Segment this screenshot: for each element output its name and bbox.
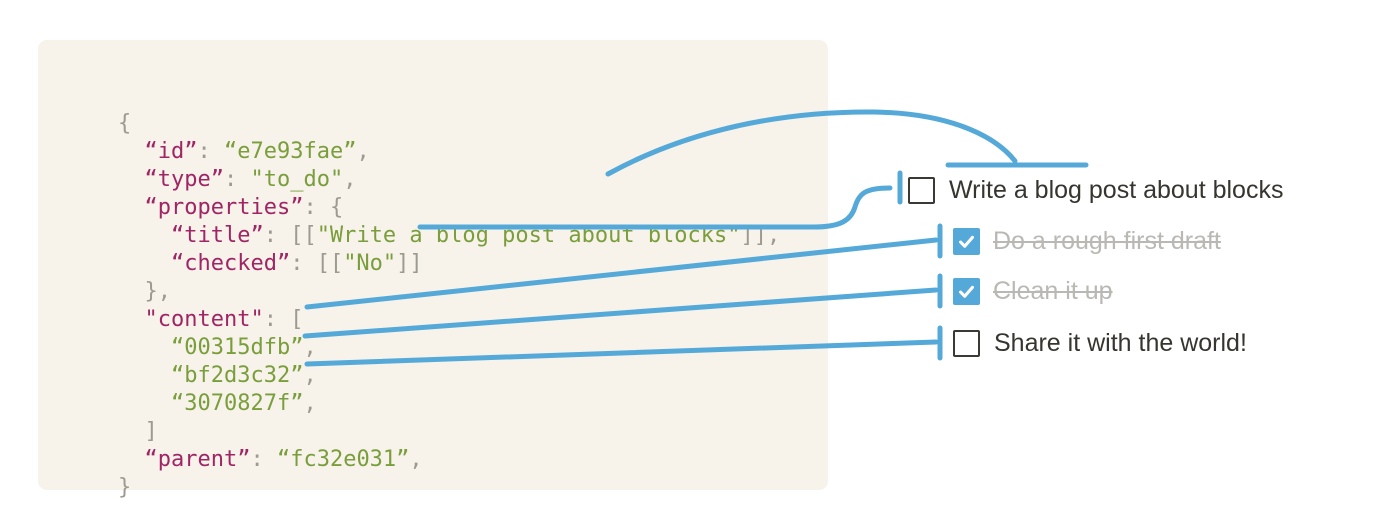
todo-item: Share it with the world!: [953, 329, 1247, 357]
code-line: }: [118, 474, 780, 502]
code-token: },: [118, 279, 171, 304]
todo-checkbox[interactable]: [908, 177, 935, 204]
code-token: ]],: [740, 223, 781, 248]
code-token: "to_do": [250, 167, 344, 192]
code-token: [118, 167, 145, 192]
todo-checkbox[interactable]: [953, 228, 980, 255]
code-token: :: [250, 447, 277, 472]
code-token: “parent”: [144, 447, 251, 472]
code-token: ,: [343, 167, 357, 192]
code-line: “title”: [["Write a blog post about bloc…: [118, 222, 780, 250]
code-token: ,: [303, 391, 317, 416]
code-token: "Write a blog post about blocks": [316, 223, 741, 248]
code-token: }: [118, 475, 132, 500]
code-token: “fc32e031”: [276, 447, 410, 472]
code-line: “3070827f”,: [118, 390, 780, 418]
code-token: :: [197, 139, 224, 164]
code-token: ,: [303, 363, 317, 388]
code-token: "content": [144, 307, 264, 332]
code-token: [118, 139, 145, 164]
todo-checkbox[interactable]: [953, 278, 980, 305]
code-line: “id”: “e7e93fae”,: [118, 138, 780, 166]
code-token: ]]: [396, 251, 423, 276]
todo-item: Write a blog post about blocks: [908, 176, 1284, 204]
todo-item: Clean it up: [953, 277, 1113, 305]
code-token: :: [223, 167, 251, 192]
code-token: [118, 335, 171, 360]
todo-label[interactable]: Write a blog post about blocks: [949, 176, 1284, 204]
json-code-block: { “id”: “e7e93fae”, “type”: "to_do", “pr…: [38, 40, 828, 500]
code-line: "content": [: [118, 306, 780, 334]
code-token: [118, 251, 171, 276]
code-token: “properties”: [144, 195, 304, 220]
code-token: [118, 447, 145, 472]
code-token: [118, 223, 171, 248]
check-icon: [959, 235, 974, 248]
code-line: “00315dfb”,: [118, 334, 780, 362]
code-token: ]: [118, 419, 158, 444]
code-token: [118, 391, 171, 416]
todo-label[interactable]: Do a rough first draft: [993, 227, 1221, 255]
code-line: “type”: "to_do",: [118, 166, 780, 194]
code-token: “type”: [144, 167, 224, 192]
todo-label[interactable]: Share it with the world!: [994, 329, 1247, 357]
code-token: “title”: [170, 223, 264, 248]
code-token: {: [118, 111, 132, 136]
todo-checkbox[interactable]: [953, 330, 980, 357]
code-line: ]: [118, 418, 780, 446]
code-token: “bf2d3c32”: [170, 363, 304, 388]
todo-item: Do a rough first draft: [953, 227, 1221, 255]
code-token: [118, 307, 145, 332]
code-line: {: [118, 110, 780, 138]
code-token: “id”: [144, 139, 198, 164]
code-token: “3070827f”: [170, 391, 304, 416]
code-token: [118, 363, 171, 388]
code-token: ,: [356, 139, 370, 164]
check-icon: [959, 285, 974, 298]
code-token: : [[: [263, 223, 317, 248]
code-token: “checked”: [170, 251, 291, 276]
todo-label[interactable]: Clean it up: [993, 277, 1113, 305]
code-line: },: [118, 278, 780, 306]
code-token: : [[: [290, 251, 344, 276]
json-code: { “id”: “e7e93fae”, “type”: "to_do", “pr…: [118, 110, 780, 502]
code-token: ,: [303, 335, 317, 360]
code-token: “00315dfb”: [170, 335, 304, 360]
code-token: “e7e93fae”: [223, 139, 357, 164]
code-line: “parent”: “fc32e031”,: [118, 446, 780, 474]
code-token: : {: [303, 195, 344, 220]
code-line: “properties”: {: [118, 194, 780, 222]
code-token: [118, 195, 145, 220]
code-token: : [: [263, 307, 304, 332]
code-line: “checked”: [["No"]]: [118, 250, 780, 278]
code-token: ,: [409, 447, 423, 472]
code-token: "No": [343, 251, 397, 276]
code-line: “bf2d3c32”,: [118, 362, 780, 390]
